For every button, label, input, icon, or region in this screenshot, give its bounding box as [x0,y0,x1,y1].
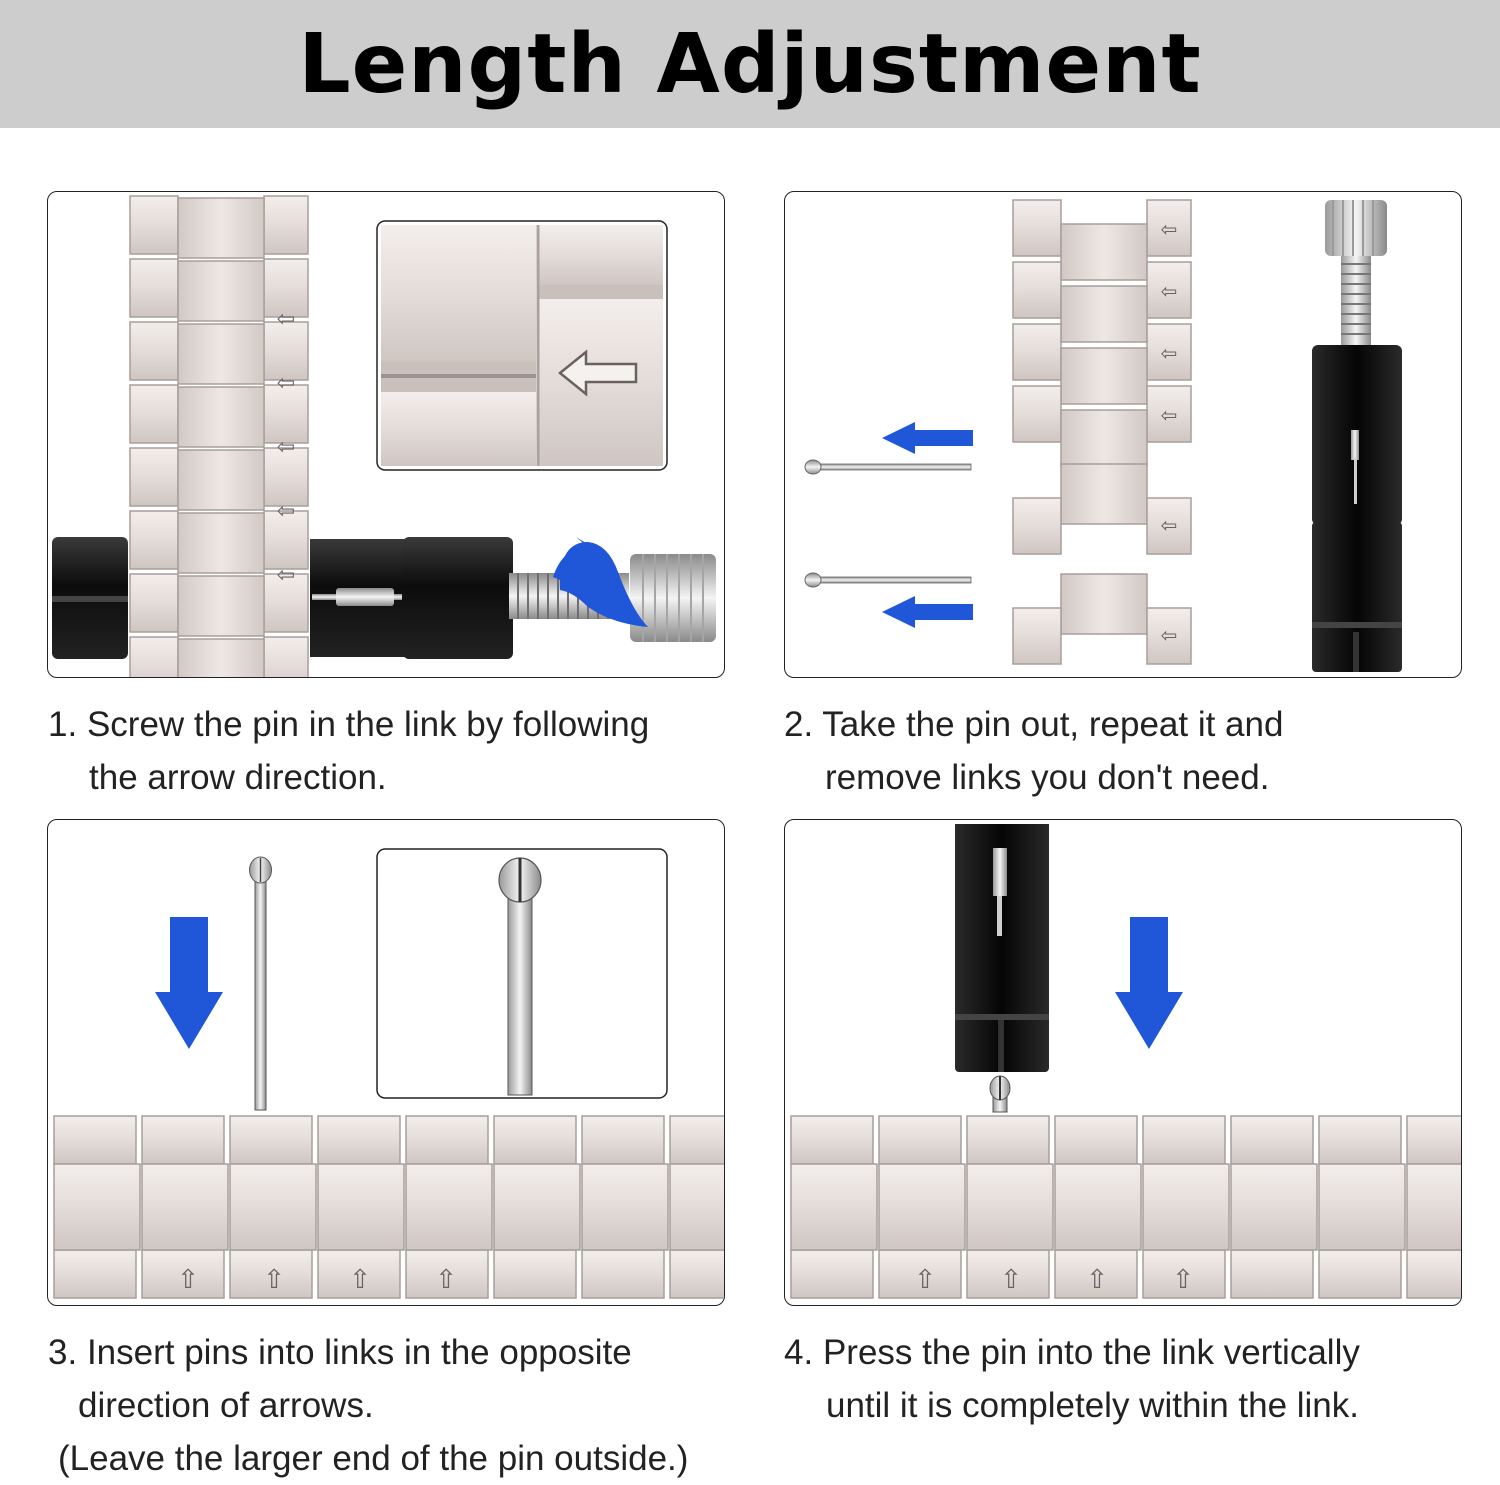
svg-text:⇦: ⇦ [277,435,295,460]
step-1-number: 1. [48,705,78,744]
left-arrow-icon [882,422,973,628]
page-title: Length Adjustment [298,16,1202,112]
link-arrow-closeup-icon [376,220,668,471]
step-1-caption: 1. Screw the pin in the link by followin… [48,698,649,804]
title-banner: Length Adjustment [0,0,1500,128]
svg-text:⇦: ⇦ [277,563,295,588]
step-1-illustration: ⇦ ⇦ ⇦ ⇦ ⇦ [47,191,725,678]
svg-text:⇦: ⇦ [1161,513,1178,537]
svg-text:⇧: ⇧ [1086,1265,1108,1295]
svg-text:⇦: ⇦ [1161,279,1178,303]
down-arrow-icon [1115,917,1183,1049]
svg-text:⇦: ⇦ [1161,623,1178,647]
watch-band-icon: ⇦ ⇦ ⇦ ⇦ ⇦ ⇦ [1012,199,1192,665]
svg-text:⇦: ⇦ [277,499,295,524]
svg-text:⇧: ⇧ [1172,1265,1194,1295]
svg-text:⇧: ⇧ [435,1265,457,1295]
step-3-illustration: ⇧ ⇧ ⇧ ⇧ [47,819,725,1306]
step-4-number: 4. [784,1333,814,1372]
step-3-line-3: (Leave the larger end of the pin outside… [58,1439,689,1478]
step-3-number: 3. [48,1333,78,1372]
pin-icon [249,856,272,1111]
pin-remover-tool-icon [955,824,1049,1113]
step-2-illustration: ⇦ ⇦ ⇦ ⇦ ⇦ ⇦ [784,191,1462,678]
pin-closeup-icon [376,848,668,1099]
step-4-line-2: until it is completely within the link. [826,1386,1359,1425]
step-3-line-1: 3. Insert pins into links in the opposit… [48,1333,632,1372]
step-4-line-1: 4. Press the pin into the link verticall… [784,1333,1360,1372]
svg-text:⇦: ⇦ [1161,403,1178,427]
svg-text:⇦: ⇦ [277,307,295,332]
step-2-caption: 2. Take the pin out, repeat it and remov… [784,698,1283,804]
watch-band-icon: ⇧ ⇧ ⇧ ⇧ [790,1115,1461,1299]
step-1-line-2: the arrow direction. [89,758,387,797]
watch-band-icon: ⇧ ⇧ ⇧ ⇧ [53,1115,724,1299]
pin-icon [804,459,972,588]
watch-band-icon: ⇦ ⇦ ⇦ ⇦ ⇦ [129,195,309,677]
svg-text:⇦: ⇦ [1161,217,1178,241]
step-2-line-1: 2. Take the pin out, repeat it and [784,705,1284,744]
step-4-caption: 4. Press the pin into the link verticall… [784,1326,1360,1432]
svg-text:⇦: ⇦ [1161,341,1178,365]
down-arrow-icon [155,917,223,1049]
svg-text:⇧: ⇧ [263,1265,285,1295]
svg-text:⇧: ⇧ [177,1265,199,1295]
step-4-illustration: ⇧ ⇧ ⇧ ⇧ [784,819,1462,1306]
svg-text:⇧: ⇧ [1000,1265,1022,1295]
step-3-line-2: direction of arrows. [78,1386,374,1425]
svg-text:⇧: ⇧ [349,1265,371,1295]
step-1-line-1: 1. Screw the pin in the link by followin… [48,705,650,744]
step-2-line-2: remove links you don't need. [825,758,1270,797]
step-3-caption: 3. Insert pins into links in the opposit… [48,1326,688,1485]
svg-text:⇧: ⇧ [914,1265,936,1295]
step-2-number: 2. [784,705,814,744]
curved-arrow-icon [553,537,648,627]
pin-remover-tool-icon [1312,200,1402,672]
svg-text:⇦: ⇦ [277,371,295,396]
